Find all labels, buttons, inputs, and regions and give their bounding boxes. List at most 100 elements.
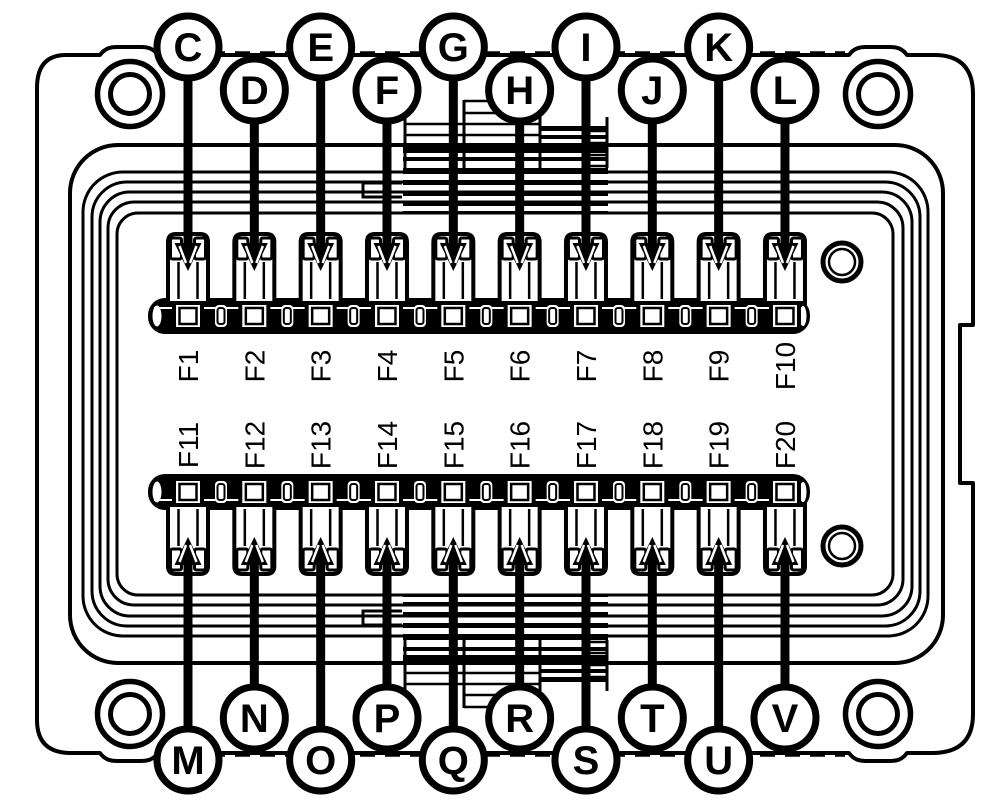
callout-circle (617, 683, 687, 753)
arrow-shaft (448, 563, 458, 730)
callout-letter: D (240, 69, 269, 113)
leader-arrow (174, 78, 202, 271)
leader-arrow (572, 78, 600, 271)
fuse-label: F18 (637, 421, 668, 469)
locating-hole-inner-bottom (827, 531, 857, 561)
rail-end-slot (152, 305, 162, 327)
rail-slot-inner (481, 483, 491, 501)
arrow-head-notch (321, 245, 331, 264)
callout-U: U (684, 725, 754, 795)
arrow-head-notch (244, 245, 254, 264)
fuse-body-inner (377, 306, 397, 326)
connector-band (403, 594, 608, 597)
callout-E: E (286, 12, 356, 82)
fuse-label: F1 (173, 350, 204, 383)
arrow-shaft (780, 563, 790, 687)
fuse-label: F9 (704, 350, 735, 383)
leader-arrow (439, 78, 467, 271)
callout-circle (750, 55, 820, 125)
fuse-body (304, 301, 337, 331)
leader-arrow (572, 537, 600, 730)
leader-arrow (240, 121, 268, 271)
callout-circle (153, 725, 223, 795)
fuse-body-inner (576, 306, 596, 326)
fuse-label: F2 (239, 350, 270, 383)
arrow-head-notch (509, 245, 519, 264)
fuse-body-inner (576, 482, 596, 502)
leader-arrow (174, 537, 202, 730)
rail-slot-inner (548, 483, 558, 501)
rail-slot-inner (216, 483, 226, 501)
rail-slot-inner (282, 307, 292, 325)
fuse-body (636, 301, 669, 331)
callout-circle (352, 55, 422, 125)
leader-arrow (705, 537, 733, 730)
mounting-hole-top-right (856, 72, 900, 116)
fuse-label: F20 (770, 421, 801, 469)
connector-band (403, 647, 608, 651)
leader-arrow (638, 121, 666, 271)
rail-slot-inner (415, 307, 425, 325)
callout-F: F (352, 55, 422, 125)
leader-arrow (373, 121, 401, 271)
fuse-cell (298, 477, 360, 576)
arrow-shaft (448, 78, 458, 245)
arrow-head-notch (719, 245, 729, 264)
fuse-cell (431, 232, 493, 331)
connector-band (540, 677, 607, 682)
callout-circle (286, 12, 356, 82)
fuse-body-inner (443, 306, 464, 326)
rail-slot-inner (349, 483, 359, 501)
arrow-head-notch (642, 245, 652, 264)
upper-half (148, 78, 810, 334)
arrow-head-notch (785, 544, 795, 563)
fuse-body (636, 477, 669, 507)
callout-circle (750, 683, 820, 753)
leader-arrow (771, 121, 799, 271)
leader-arrow (439, 537, 467, 730)
leader-arrow (506, 537, 534, 687)
arrow-head-notch (775, 245, 785, 264)
callout-letter: V (772, 697, 799, 741)
arrow-shaft (714, 78, 724, 245)
fuse-body-inner (310, 306, 331, 326)
arrow-head-notch (775, 544, 785, 563)
leader-arrow (638, 537, 666, 687)
callout-letter: M (171, 739, 204, 783)
arrow-shaft (581, 78, 591, 245)
callout-circle (485, 683, 555, 753)
rail-end-slot (152, 481, 162, 503)
rail-slot-inner (349, 307, 359, 325)
arrow-head-notch (377, 245, 387, 264)
rail-slot-inner (614, 483, 624, 501)
callout-H: H (485, 55, 555, 125)
callout-I: I (551, 12, 621, 82)
callout-letter: P (374, 697, 401, 741)
callout-circle (219, 55, 289, 125)
arrow-head-notch (520, 245, 530, 264)
fuse-body (304, 477, 337, 507)
fuse-body-inner (642, 482, 663, 502)
fuse-label: F14 (372, 421, 403, 469)
locating-hole-inner-top (827, 247, 857, 277)
arrow-shaft (714, 563, 724, 730)
arrow-head-notch (178, 245, 188, 264)
fuse-label: F15 (438, 421, 469, 469)
callout-J: J (617, 55, 687, 125)
fuse-label: F12 (239, 421, 270, 469)
arrow-head-notch (653, 245, 662, 264)
callout-circle (684, 12, 754, 82)
fuse-body-inner (708, 306, 729, 326)
connector-band (540, 126, 607, 131)
fuse-body (437, 477, 470, 507)
leader-arrow (373, 537, 401, 687)
arrow-head-notch (188, 544, 198, 563)
arrow-head-notch (576, 544, 586, 563)
callout-M: M (153, 725, 223, 795)
fuse-cell (166, 477, 227, 576)
arrow-shaft (647, 121, 657, 245)
callout-circle (219, 683, 289, 753)
arrow-head-notch (642, 544, 652, 563)
callout-circle (153, 12, 223, 82)
